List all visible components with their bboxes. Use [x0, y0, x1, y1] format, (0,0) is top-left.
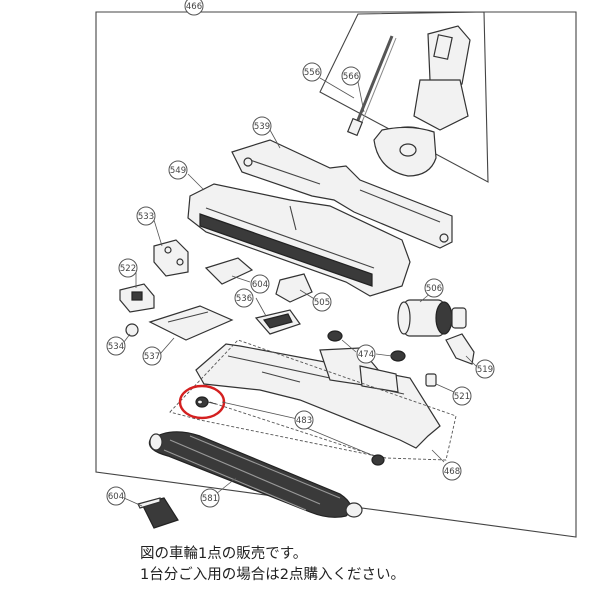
svg-text:522: 522: [120, 264, 136, 274]
rod-part: [346, 35, 397, 137]
svg-text:566: 566: [343, 72, 359, 82]
callout-536: 536: [234, 288, 254, 308]
svg-text:506: 506: [426, 284, 442, 294]
part-537: [148, 305, 234, 341]
callout-566: 566: [341, 66, 361, 86]
svg-text:533: 533: [138, 212, 154, 222]
callout-549: 549: [168, 160, 188, 180]
callout-466: 466: [184, 0, 204, 16]
part-522: [119, 283, 155, 313]
wheel-483-other: [371, 454, 385, 466]
outer-frame: [95, 11, 577, 538]
callout-537: 537: [142, 346, 162, 366]
callout-533: 533: [136, 206, 156, 226]
caption-line-1: 図の車輪1点の販売です。: [140, 546, 308, 562]
callout-556: 556: [302, 62, 322, 82]
svg-text:505: 505: [314, 298, 330, 308]
svg-text:581: 581: [202, 494, 218, 504]
wheel-483-highlighted: [195, 396, 217, 408]
callout-519: 519: [475, 359, 495, 379]
callout-506: 506: [424, 278, 444, 298]
part-604-lower: [137, 497, 179, 529]
callout-522: 522: [118, 258, 138, 278]
callout-505: 505: [312, 292, 332, 312]
part-533: [153, 239, 189, 277]
svg-text:604: 604: [252, 280, 268, 290]
callout-521: 521: [452, 386, 472, 406]
part-534: [125, 323, 139, 337]
svg-text:521: 521: [454, 392, 470, 402]
callout-483: 483: [294, 410, 314, 430]
svg-text:539: 539: [254, 122, 270, 132]
svg-text:474: 474: [358, 350, 374, 360]
caption-line-2: 1台分ご入用の場合は2点購入ください。: [140, 567, 405, 583]
svg-text:604: 604: [108, 492, 124, 502]
callout-604-lower: 604: [106, 486, 126, 506]
callout-604-upper: 604: [250, 274, 270, 294]
svg-text:536: 536: [236, 294, 252, 304]
callout-468: 468: [442, 461, 462, 481]
part-505: [275, 273, 313, 303]
part-536: [254, 309, 301, 335]
neck-inset-box: [319, 11, 489, 183]
svg-text:556: 556: [304, 68, 320, 78]
part-506-motor: [397, 299, 467, 337]
svg-text:466: 466: [186, 2, 202, 12]
caption: 図の車輪1点の販売です。 1台分ご入用の場合は2点購入ください。: [140, 544, 580, 586]
main-body-part: [187, 183, 411, 297]
svg-text:534: 534: [108, 342, 124, 352]
callout-581: 581: [200, 488, 220, 508]
callout-534: 534: [106, 336, 126, 356]
top-cover-part: [231, 139, 453, 249]
highlight-circle: [178, 384, 226, 420]
neck-joint-part: [373, 25, 471, 177]
brush-roll-part: [148, 431, 363, 518]
assembly-dash-box: [169, 339, 457, 461]
svg-text:519: 519: [477, 365, 493, 375]
parts-exploded-diagram: 466 556 566 539 549 533 522 604 505 506 …: [95, 0, 577, 538]
svg-text:468: 468: [444, 467, 460, 477]
svg-text:483: 483: [296, 416, 312, 426]
svg-text:549: 549: [170, 166, 186, 176]
callout-539: 539: [252, 116, 272, 136]
part-521: [425, 373, 437, 387]
svg-text:537: 537: [144, 352, 160, 362]
part-604-upper: [204, 257, 254, 285]
callout-474: 474: [356, 344, 376, 364]
